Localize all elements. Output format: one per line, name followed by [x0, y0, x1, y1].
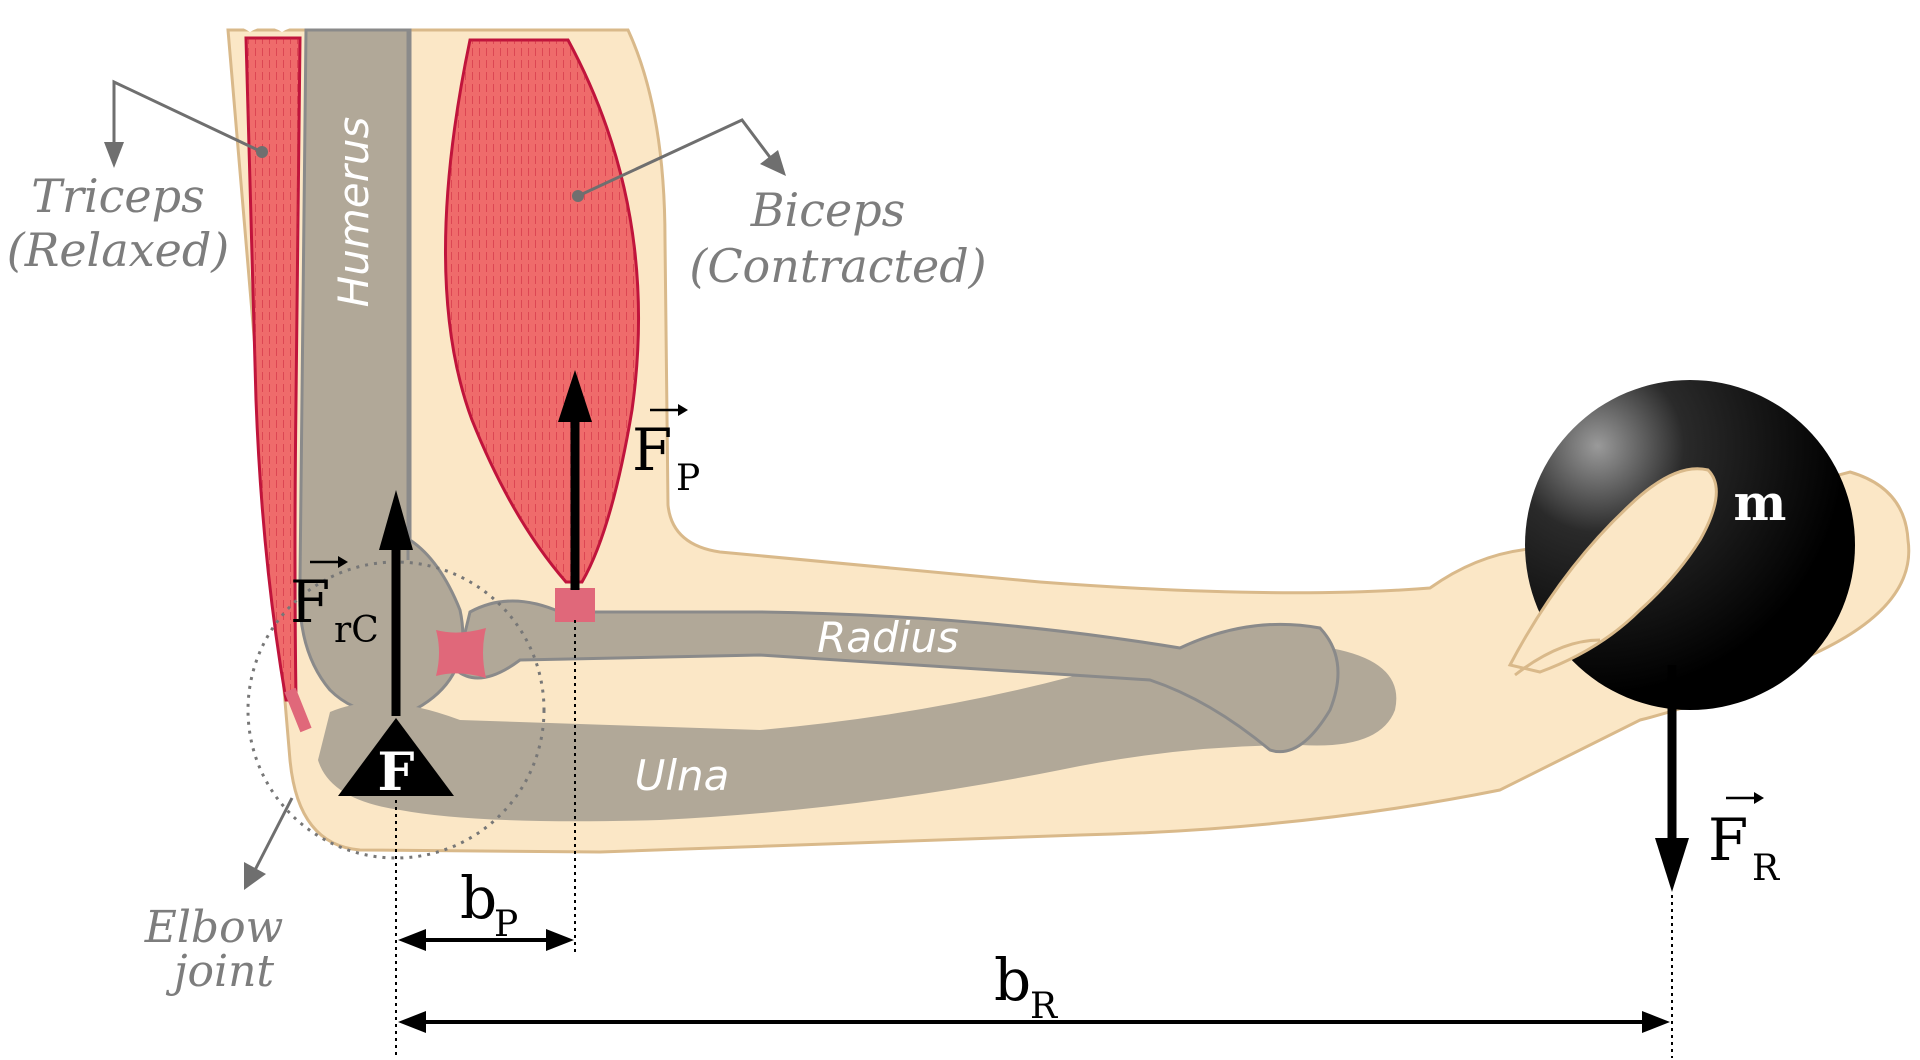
triceps-fibers: [246, 38, 300, 700]
vector-arrowhead-fp: [678, 404, 688, 416]
svg-text:F: F: [1708, 806, 1748, 874]
dim-arrowhead-bp-right: [546, 929, 574, 951]
force-label-fr: F R: [1708, 792, 1780, 889]
radius-bone: [454, 599, 1340, 754]
dim-arrowhead-bp-left: [398, 929, 426, 951]
biceps-callout-leader: [577, 118, 774, 198]
palm-crease: [1514, 638, 1601, 677]
biceps-callout-arrowhead: [760, 150, 786, 176]
triceps-tendon: [284, 687, 312, 733]
fulcrum-triangle: [338, 718, 454, 796]
hand-thumb: [1507, 467, 1718, 674]
svg-text:b: b: [460, 864, 497, 932]
biceps-label: Biceps: [750, 183, 906, 237]
svg-text:R: R: [1030, 986, 1058, 1027]
svg-text:rC: rC: [334, 610, 379, 651]
dim-arrowhead-br-left: [398, 1011, 426, 1033]
elbow-label: Elbow: [144, 902, 284, 953]
elbow-joint-circle: [246, 560, 546, 860]
distance-label-bp: b P: [460, 864, 518, 945]
ulna-label: Ulna: [635, 751, 730, 800]
radius-label: Radius: [817, 613, 959, 662]
biceps-callout-dot: [572, 190, 584, 202]
svg-text:F: F: [290, 568, 330, 636]
svg-text:P: P: [676, 458, 700, 499]
force-label-fp: F P: [632, 404, 700, 499]
biceps-fibers: [445, 40, 639, 582]
arm-top-cut: [222, 20, 410, 32]
biceps-tendon: [555, 588, 595, 622]
force-label-frc: F rC: [290, 556, 379, 651]
triceps-state-label: (Relaxed): [7, 223, 230, 277]
force-arrowhead-fr: [1655, 838, 1689, 892]
elbow-callout-arrowhead: [244, 862, 266, 890]
triceps-callout-leader: [112, 79, 263, 154]
vector-arrowhead-frc: [338, 556, 348, 568]
svg-text:R: R: [1752, 848, 1780, 889]
svg-text:P: P: [494, 904, 518, 945]
joint-label: joint: [165, 946, 275, 997]
elbow-callout-leader: [252, 797, 294, 873]
force-arrowhead-fp: [558, 370, 592, 422]
dim-arrowhead-br-right: [1642, 1011, 1670, 1033]
vector-arrowhead-fr: [1754, 792, 1764, 804]
joint-cartilage: [436, 628, 486, 678]
triceps-callout-dot: [256, 146, 268, 158]
fulcrum-label: F: [378, 742, 415, 803]
svg-text:F: F: [632, 416, 672, 484]
distance-label-br: b R: [994, 946, 1058, 1027]
svg-text:b: b: [994, 946, 1031, 1014]
biceps-state-label: (Contracted): [689, 239, 986, 293]
triceps-label: Triceps: [31, 169, 204, 223]
humerus-label: Humerus: [329, 117, 378, 308]
mass-label: m: [1734, 473, 1787, 532]
force-arrowhead-frc: [379, 490, 413, 550]
triceps-callout-arrowhead: [104, 142, 124, 168]
ulna-bone: [318, 642, 1397, 822]
